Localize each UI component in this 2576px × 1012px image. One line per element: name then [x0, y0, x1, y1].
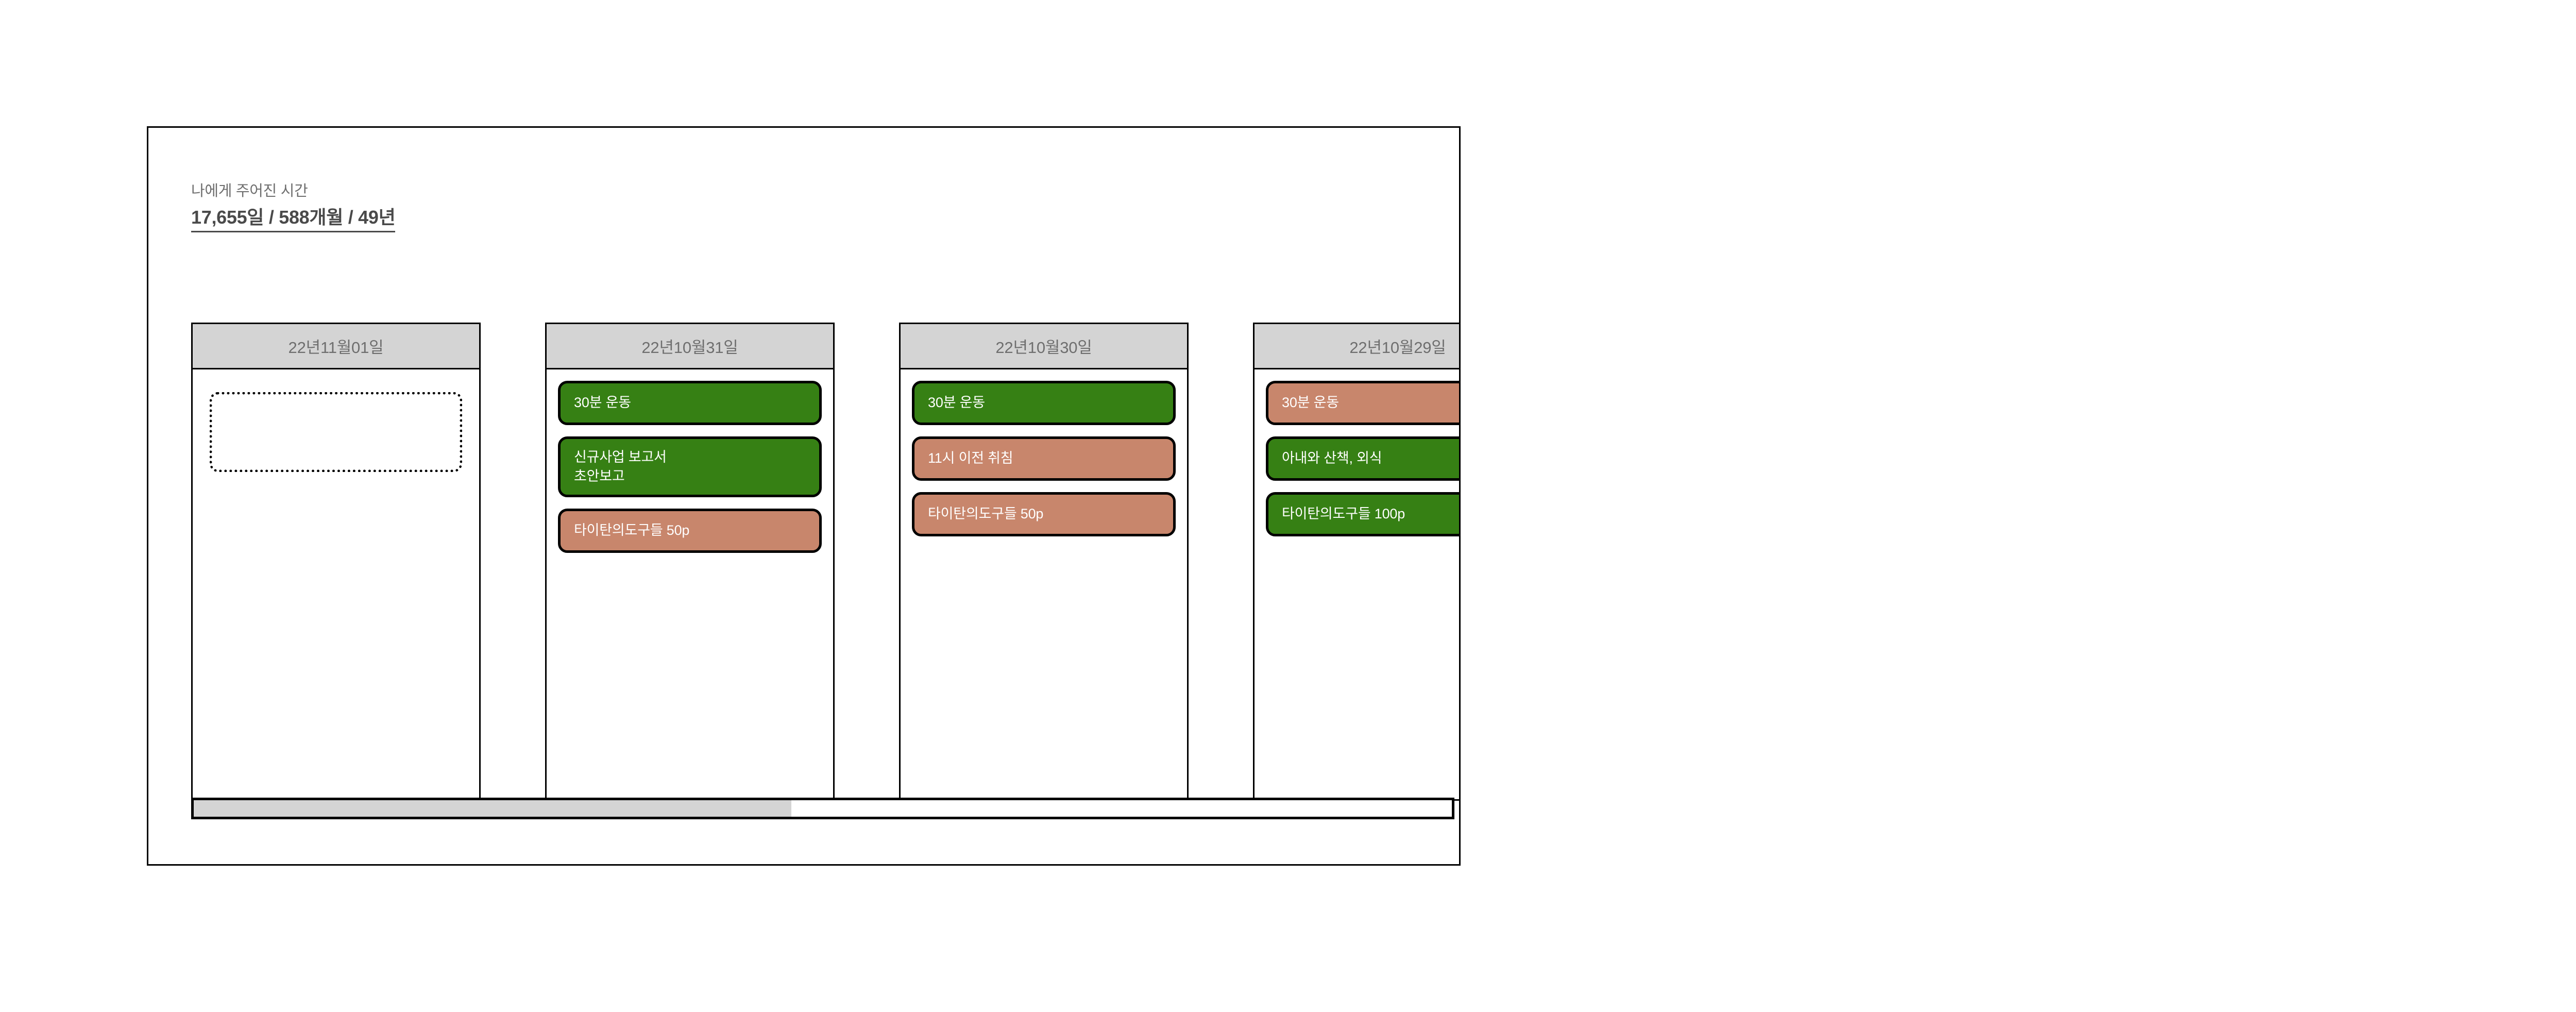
day-column-body[interactable]	[193, 369, 479, 799]
task-card[interactable]: 타이탄의도구들 50p	[558, 509, 822, 553]
task-card[interactable]: 30분 운동	[912, 381, 1176, 425]
empty-task-drop-placeholder[interactable]	[210, 392, 462, 472]
day-column-date-header: 22년11월01일	[193, 324, 479, 369]
task-card[interactable]: 아내와 산책, 외식	[1266, 436, 1459, 481]
header-block: 나에게 주어진 시간 17,655일 / 588개월 / 49년	[191, 181, 912, 232]
day-column[interactable]: 22년11월01일	[191, 323, 481, 801]
horizontal-scrollbar-track[interactable]	[191, 798, 1454, 819]
task-card[interactable]: 타이탄의도구들 100p	[1266, 492, 1459, 536]
day-column-date-header: 22년10월29일	[1255, 324, 1459, 369]
day-column-date-header: 22년10월30일	[901, 324, 1187, 369]
page-subtitle: 나에게 주어진 시간	[191, 183, 308, 199]
task-card[interactable]: 30분 운동	[558, 381, 822, 425]
task-card[interactable]: 30분 운동	[1266, 381, 1459, 425]
task-card[interactable]: 신규사업 보고서 초안보고	[558, 436, 822, 497]
horizontal-scrollbar-thumb[interactable]	[194, 800, 791, 817]
page-title: 17,655일 / 588개월 / 49년	[191, 206, 396, 232]
app-frame: 나에게 주어진 시간 17,655일 / 588개월 / 49년 22년11월0…	[147, 126, 1461, 866]
task-card[interactable]: 타이탄의도구들 50p	[912, 492, 1176, 536]
task-card[interactable]: 11시 이전 취침	[912, 436, 1176, 481]
day-column-date-header: 22년10월31일	[547, 324, 833, 369]
